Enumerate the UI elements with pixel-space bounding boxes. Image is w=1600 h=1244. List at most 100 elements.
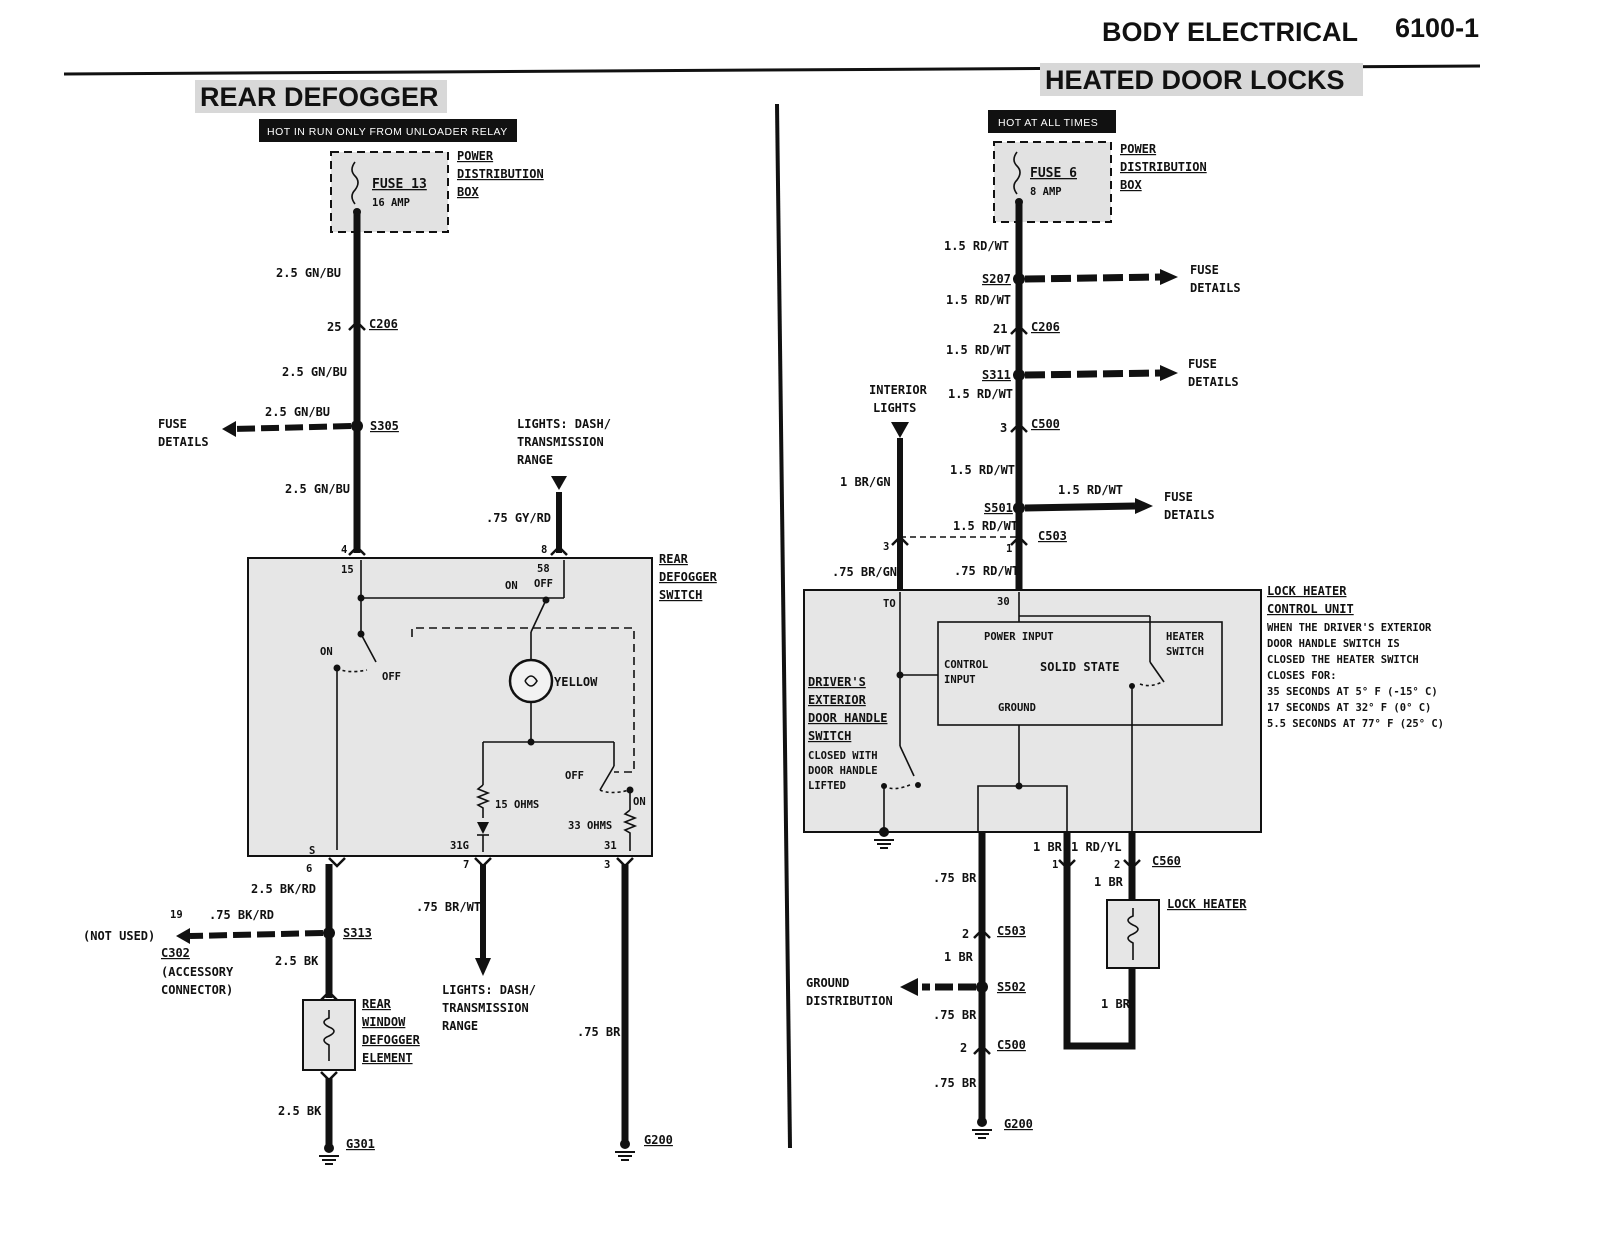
heater-switch-1: HEATER <box>1166 631 1205 643</box>
left-fuse-details-2: DETAILS <box>158 435 209 449</box>
rear-defogger-circuit: REAR DEFOGGER HOT IN RUN ONLY FROM UNLOA… <box>83 80 718 1165</box>
wire-label-bkrd: 2.5 BK/RD <box>251 882 316 896</box>
unit-name-1: LOCK HEATER <box>1267 584 1347 598</box>
right-c500-pin: 3 <box>1000 421 1007 435</box>
element-top-connector <box>320 990 338 1001</box>
heated-door-locks-title-bg <box>1040 63 1363 96</box>
right-c206-connector-icon <box>1010 324 1028 335</box>
c500b-pin: 2 <box>960 1041 967 1055</box>
right-banner-text: HOT AT ALL TIMES <box>998 117 1098 129</box>
switch-name-2: DEFOGGER <box>659 570 718 584</box>
interior-arrow <box>891 422 909 438</box>
pin4-connector-icon <box>348 545 366 556</box>
c503b-pin: 2 <box>962 927 969 941</box>
pin-15: 15 <box>341 564 354 576</box>
g301-label: G301 <box>346 1137 375 1151</box>
c503-label: C503 <box>1038 529 1067 543</box>
door-note-2: DOOR HANDLE <box>808 765 878 777</box>
off-label-2: OFF <box>382 671 401 683</box>
wire-label-g: 1.5 RD/WT <box>953 519 1018 533</box>
ground-dist-2: DISTRIBUTION <box>806 994 893 1008</box>
c206-connector-icon <box>348 320 366 331</box>
r1-resistor-icon <box>475 784 491 818</box>
c560-pin2-icon <box>1123 859 1141 870</box>
pin-58: 58 <box>537 563 550 575</box>
page-number: 6100-1 <box>1395 13 1479 43</box>
pin-s: S <box>309 845 315 857</box>
element-label-2: WINDOW <box>362 1015 406 1029</box>
s305-splice <box>351 420 363 432</box>
right-pdb-3: BOX <box>1120 178 1142 192</box>
element-label-4: ELEMENT <box>362 1051 413 1065</box>
heated-door-locks-circuit: HEATED DOOR LOCKS HOT AT ALL TIMES FUSE … <box>803 63 1444 1139</box>
ground-label: GROUND <box>998 702 1036 714</box>
s311-arrow <box>1160 365 1178 381</box>
pin-8: 8 <box>541 544 547 556</box>
switch-name-1: REAR <box>659 552 689 566</box>
sw1-throw <box>336 667 368 673</box>
pin-19: 19 <box>170 909 183 921</box>
pin8-connector-icon <box>550 545 568 556</box>
s305-label: S305 <box>370 419 399 433</box>
door-switch-3: DOOR HANDLE <box>808 711 887 725</box>
r1-label: 15 OHMS <box>495 799 539 811</box>
c560-pin1-icon <box>1058 859 1076 870</box>
unit-desc-4: CLOSES FOR: <box>1267 670 1337 682</box>
solid-state-label: SOLID STATE <box>1040 660 1119 674</box>
wire-label-h: .75 RD/WT <box>954 564 1019 578</box>
wire-label-br75b: .75 BR <box>933 1008 977 1022</box>
lock-heater-loop <box>1063 832 1136 1050</box>
right-fuse-box <box>993 141 1112 223</box>
wire-label-a: 1.5 RD/WT <box>944 239 1009 253</box>
c503-pin-r: 1 <box>1006 543 1012 555</box>
pin-4: 4 <box>341 544 347 556</box>
heater-switch-throw <box>1139 681 1163 687</box>
c503-pin-l: 3 <box>883 541 889 553</box>
s502-label: S502 <box>997 980 1026 994</box>
lights-top-3: RANGE <box>517 453 553 467</box>
acc-label-1: (ACCESSORY <box>161 965 234 979</box>
s501-branch <box>1024 502 1136 512</box>
lights-top-arrow <box>551 476 567 490</box>
switch-name-3: SWITCH <box>659 588 702 602</box>
c503-right-connector-icon <box>1010 535 1028 546</box>
diode-icon <box>477 822 489 834</box>
s207-fuse-details-2: DETAILS <box>1190 281 1241 295</box>
pin-31g: 31G <box>450 840 469 852</box>
pin-6: 6 <box>306 863 312 875</box>
c560-pin2: 2 <box>1114 859 1120 871</box>
unit-name-2: CONTROL UNIT <box>1267 602 1354 616</box>
wire-label-f: 1.5 RD/WT <box>1058 483 1123 497</box>
lamp-filament <box>524 675 538 687</box>
right-pdb-1: POWER <box>1120 142 1157 156</box>
s313-arrow <box>176 928 190 944</box>
door-switch-contact-b <box>915 782 921 788</box>
solid-state-inner-box <box>937 621 1223 726</box>
heater-switch-2: SWITCH <box>1166 646 1204 658</box>
ground-dist-1: GROUND <box>806 976 849 990</box>
wire-label-br3: 1 BR <box>1101 997 1131 1011</box>
lock-heater-label: LOCK HEATER <box>1167 897 1247 911</box>
left-fuse-name: FUSE 13 <box>372 177 427 192</box>
wire-label-c: 1.5 RD/WT <box>946 343 1011 357</box>
lights-bottom-2: TRANSMISSION <box>442 1001 529 1015</box>
s501-splice <box>1013 502 1025 514</box>
wire-label-br1: 1 BR <box>1033 840 1063 854</box>
control-label: CONTROL <box>944 659 988 671</box>
sw1-blade <box>360 633 377 663</box>
unit-desc-1: WHEN THE DRIVER'S EXTERIOR <box>1267 622 1432 634</box>
wire-label-w4: 2.5 GN/BU <box>285 482 350 496</box>
g301-ground-icon <box>319 1143 339 1165</box>
g200-left-ground-icon <box>615 1139 635 1161</box>
right-c500-label: C500 <box>1031 417 1060 431</box>
c302-label: C302 <box>161 946 190 960</box>
s207-fuse-details-1: FUSE <box>1190 263 1219 277</box>
rear-defogger-title-bg <box>195 80 447 113</box>
on-label-2: ON <box>320 646 333 658</box>
right-c206-label: C206 <box>1031 320 1060 334</box>
unit-desc-5: 35 SECONDS AT 5° F (-15° C) <box>1267 686 1438 698</box>
unit-pin-30: 30 <box>997 596 1010 608</box>
right-c206-pin: 21 <box>993 322 1007 336</box>
right-c500-connector-icon <box>1010 422 1028 433</box>
s311-fuse-details-1: FUSE <box>1188 357 1217 371</box>
